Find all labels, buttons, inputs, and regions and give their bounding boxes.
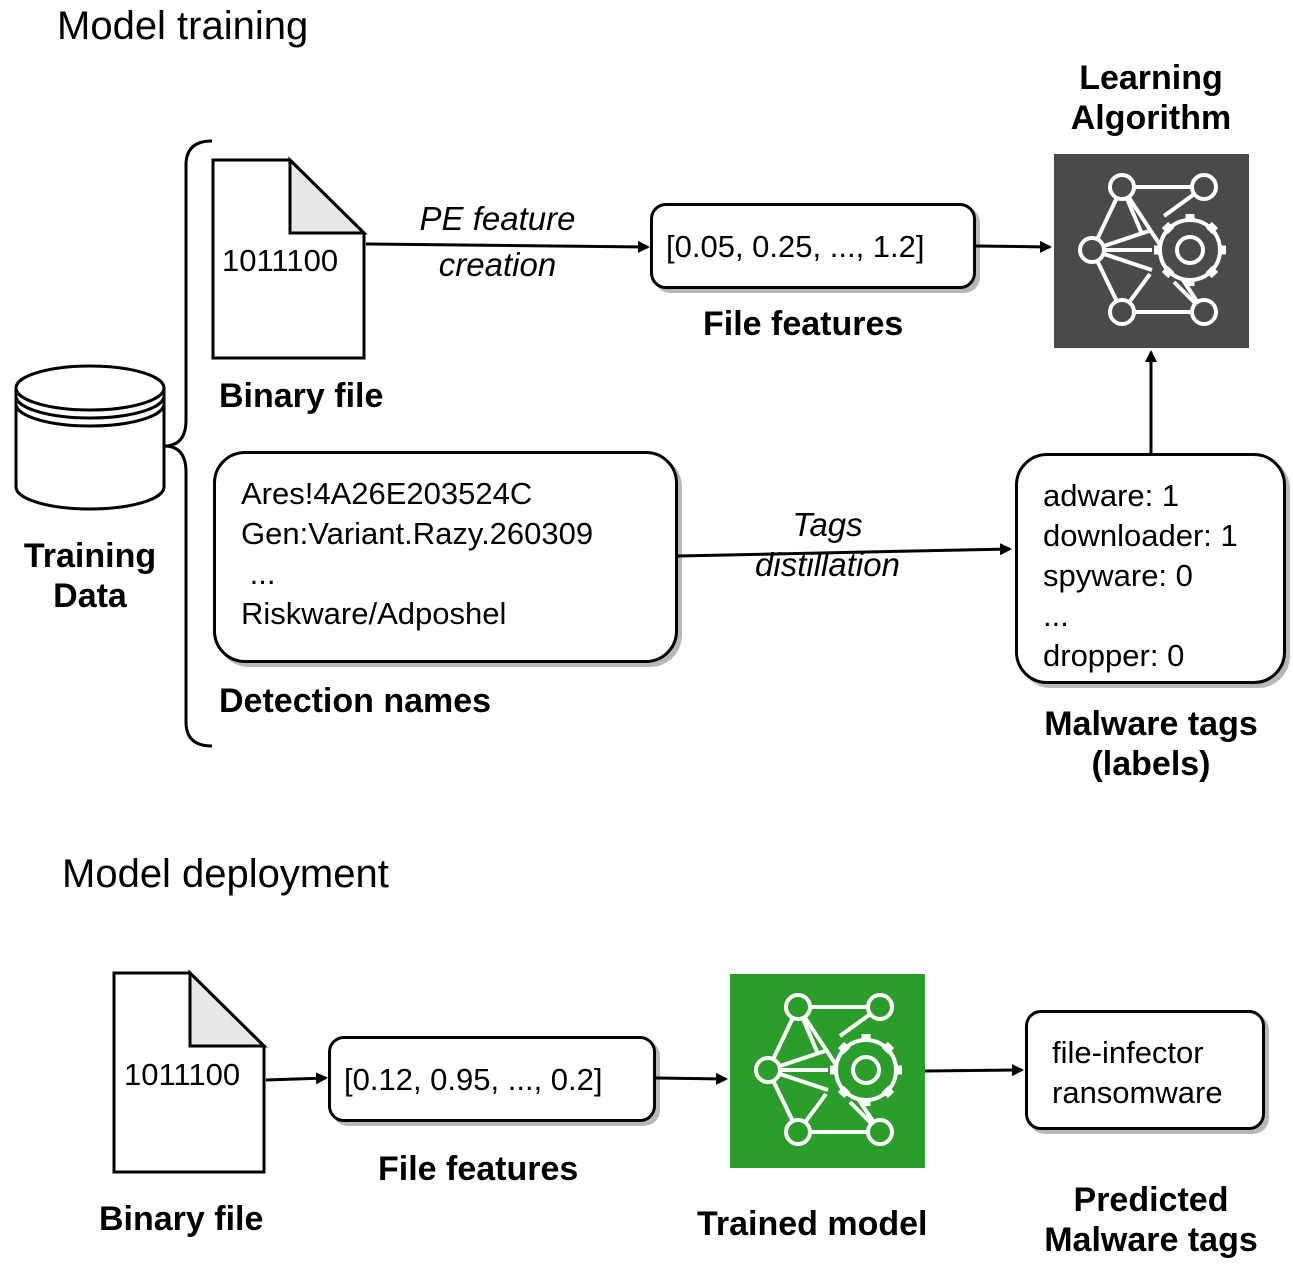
trained-model-label: Trained model [697,1205,928,1243]
detection-names-box: Ares!4A26E203524C Gen:Variant.Razy.26030… [213,451,678,663]
deploy-model-to-tags-arrow [924,1064,1024,1077]
detection-names-list: Ares!4A26E203524C Gen:Variant.Razy.26030… [241,476,594,631]
file-features-label: File features [703,305,904,343]
deploy-binary-file-content: 1011100 [124,1057,241,1092]
tags-distillation-edge-label: Tags distillation [755,506,900,583]
training-section-title: Model training [57,4,309,48]
deployment-section-title: Model deployment [62,852,389,896]
pe-feature-edge-label: PE feature creation [419,200,576,283]
malware-tags-label: Malware tags (labels) [1044,705,1258,783]
binary-file-label: Binary file [219,377,384,415]
file-features-value: [0.05, 0.25, ..., 1.2] [666,229,925,264]
deploy-file-to-features-arrow [265,1072,328,1085]
file-features-box: [0.05, 0.25, ..., 1.2] [650,203,976,289]
features-to-algorithm-arrow [975,240,1052,253]
learning-algorithm-icon [1054,154,1249,348]
tags-distillation-arrow [677,543,1012,558]
deploy-file-features-box: [0.12, 0.95, ..., 0.2] [328,1036,656,1122]
predicted-tags-list: file-infector ransomware [1052,1035,1223,1110]
detection-names-label: Detection names [219,682,492,720]
trained-model-icon [730,974,925,1168]
deploy-file-features-value: [0.12, 0.95, ..., 0.2] [344,1062,603,1097]
deploy-features-to-model-arrow [655,1072,728,1085]
deploy-binary-file-icon [112,969,268,1174]
malware-tags-list: adware: 1 downloader: 1 spyware: 0 ... d… [1043,478,1238,673]
grouping-brace [163,139,213,748]
predicted-tags-label: Predicted Malware tags [1044,1181,1258,1259]
deploy-file-features-label: File features [378,1150,579,1188]
malware-tags-box: adware: 1 downloader: 1 spyware: 0 ... d… [1015,453,1286,684]
deploy-binary-file-label: Binary file [99,1200,264,1238]
learning-algorithm-label: Learning Algorithm [1070,59,1232,137]
pe-feature-arrow [365,240,650,253]
binary-file-icon [211,156,368,360]
database-icon [14,364,166,511]
binary-file-content: 1011100 [222,243,339,278]
training-data-label: Training Data [23,537,157,615]
predicted-tags-box: file-infector ransomware [1025,1010,1265,1130]
